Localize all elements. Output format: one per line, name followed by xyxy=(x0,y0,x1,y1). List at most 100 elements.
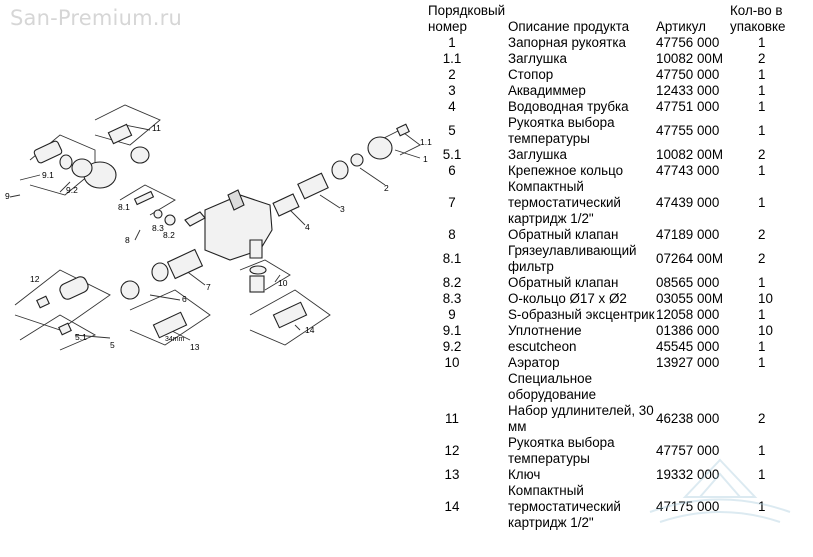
part-number-cell: 8 xyxy=(448,227,456,242)
article-cell: 47743 000 xyxy=(656,163,720,178)
callout-label: 8.2 xyxy=(163,230,175,240)
article-cell: 10082 00M xyxy=(656,147,724,162)
article-cell: 47175 000 xyxy=(656,499,720,514)
part-number-cell: 4 xyxy=(448,99,456,114)
callout-label: 8 xyxy=(125,235,130,245)
part-number-cell: 1 xyxy=(448,35,456,50)
table-row: 6 Крепежное кольцо 47743 000 1 xyxy=(424,163,813,179)
description-cell: Специальное оборудование xyxy=(508,371,597,402)
part-number-cell: 13 xyxy=(444,467,460,482)
callout-label: 1 xyxy=(423,154,428,164)
description-cell: Компактный термостатический картридж 1/2… xyxy=(508,483,621,530)
logo-icon xyxy=(649,458,791,523)
callout-label: 8.1 xyxy=(118,202,130,212)
quantity-cell: 1 xyxy=(758,499,766,514)
article-cell: 47756 000 xyxy=(656,35,720,50)
part-number-cell: 9.1 xyxy=(442,323,462,338)
callout-label: 14 xyxy=(305,325,315,335)
article-cell: 47755 000 xyxy=(656,123,720,138)
article-cell: 10082 00M xyxy=(656,51,724,66)
callout-label: 7 xyxy=(206,282,211,292)
part-number-cell: 12 xyxy=(444,443,460,458)
description-cell: Аэратор xyxy=(508,355,560,370)
quantity-cell: 1 xyxy=(758,467,766,482)
description-cell: Рукоятка выбора температуры xyxy=(508,115,615,146)
part-number-cell xyxy=(424,371,508,403)
table-row: 10 Аэратор 13927 000 1 xyxy=(424,355,813,371)
part-number-cell: 10 xyxy=(444,355,460,370)
callout-label: 5.1 xyxy=(75,332,87,342)
article-cell: 47439 000 xyxy=(656,195,720,210)
callout-label: 6 xyxy=(182,294,187,304)
quantity-cell: 1 xyxy=(758,99,766,114)
article-cell: 45545 000 xyxy=(656,339,720,354)
description-cell: S-образный эксцентрик xyxy=(508,307,655,322)
table-header-row: Порядковый номер Описание продукта Артик… xyxy=(424,3,813,35)
description-cell: Стопор xyxy=(508,67,554,82)
part-number-cell: 8.2 xyxy=(442,275,462,290)
header-article: Артикул xyxy=(656,19,706,34)
quantity-cell: 1 xyxy=(758,355,766,370)
header-number: Порядковый номер xyxy=(428,3,506,34)
callout-label: 13 xyxy=(190,342,200,352)
quantity-cell: 2 xyxy=(758,227,766,242)
callout-label: 9.1 xyxy=(42,170,54,180)
description-cell: Рукоятка выбора температуры xyxy=(508,435,615,466)
part-number-cell: 6 xyxy=(448,163,456,178)
description-cell: Заглушка xyxy=(508,51,567,66)
article-cell: 08565 000 xyxy=(656,275,720,290)
quantity-cell: 1 xyxy=(758,275,766,290)
quantity-cell: 1 xyxy=(758,83,766,98)
description-cell: Аквадиммер xyxy=(508,83,586,98)
quantity-cell: 1 xyxy=(758,163,766,178)
callout-label: 3 xyxy=(340,204,345,214)
article-cell: 13927 000 xyxy=(656,355,720,370)
quantity-cell: 1 xyxy=(758,195,766,210)
table-row: 14 Компактный термостатический картридж 1… xyxy=(424,483,813,531)
header-description: Описание продукта xyxy=(508,19,630,34)
callout-label: 11 xyxy=(152,123,161,133)
quantity-cell: 2 xyxy=(758,147,766,162)
description-cell: Грязеулавливающий фильтр xyxy=(508,243,637,274)
description-cell: Набор удлинителей, 30 мм xyxy=(508,403,654,434)
description-cell: Заглушка xyxy=(508,147,567,162)
article-cell: 07264 00M xyxy=(656,251,724,266)
table-row: Специальное оборудование xyxy=(424,371,813,403)
article-cell: 47751 000 xyxy=(656,99,720,114)
part-number-cell: 9 xyxy=(448,307,456,322)
description-cell: Обратный клапан xyxy=(508,227,619,242)
part-number-cell: 7 xyxy=(448,195,456,210)
part-number-cell: 5 xyxy=(448,123,456,138)
quantity-cell: 2 xyxy=(758,411,766,426)
quantity-cell: 1 xyxy=(758,443,766,458)
article-cell: 46238 000 xyxy=(656,411,720,426)
callout-label: 2 xyxy=(384,183,389,193)
callout-label: 8.3 xyxy=(152,223,164,233)
exploded-parts-diagram: 11 9.1 9 9.2 1.1 1 2 8.1 8.3 8.2 8 3 4 7… xyxy=(5,104,432,352)
header-quantity: Кол-во в упаковке xyxy=(730,3,786,34)
description-cell: Крепежное кольцо xyxy=(508,163,624,178)
quantity-cell: 1 xyxy=(758,339,766,354)
callout-label: 5 xyxy=(110,340,115,350)
quantity-cell: 1 xyxy=(758,67,766,82)
part-number-cell: 3 xyxy=(448,83,456,98)
quantity-cell xyxy=(730,371,813,403)
article-cell: 01386 000 xyxy=(656,323,720,338)
part-number-cell: 11 xyxy=(445,411,459,426)
part-number-cell: 9.2 xyxy=(442,339,462,354)
callout-label: 12 xyxy=(30,274,40,284)
part-number-cell: 2 xyxy=(448,67,456,82)
part-number-cell: 14 xyxy=(444,499,460,514)
